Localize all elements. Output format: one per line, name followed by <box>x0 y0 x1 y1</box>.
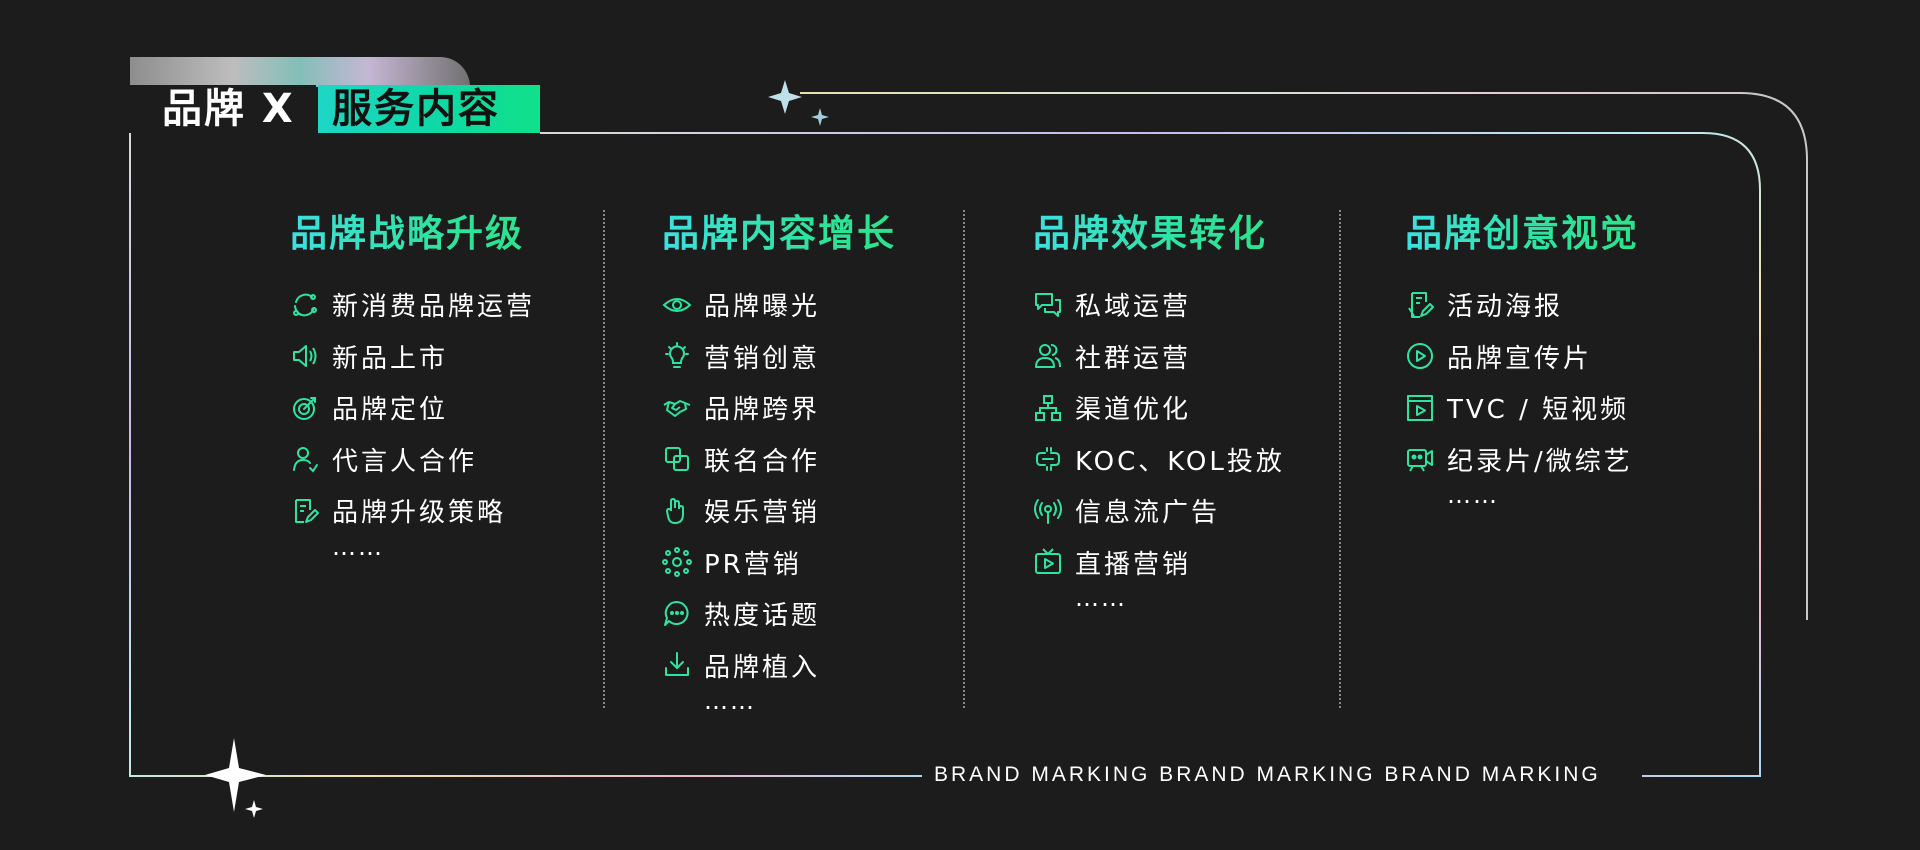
broadcast-icon <box>1033 496 1063 526</box>
item-label: 品牌宣传片 <box>1447 343 1593 374</box>
list-item: 营销创意 <box>662 331 896 383</box>
person-icon <box>290 444 320 474</box>
link-icon <box>1033 444 1063 474</box>
column-divider <box>963 210 965 708</box>
list-item: 信息流广告 <box>1033 485 1285 537</box>
poster-edit-icon <box>1405 290 1435 320</box>
tv-play-icon <box>1033 547 1063 577</box>
refresh-cycle-icon <box>290 290 320 320</box>
list-item: KOC、KOL投放 <box>1033 434 1285 486</box>
list-item: 直播营销 <box>1033 537 1285 589</box>
item-label: TVC / 短视频 <box>1447 395 1630 426</box>
list-item: 新品上市 <box>290 331 535 383</box>
list-item: 品牌定位 <box>290 382 535 434</box>
item-label: 品牌曝光 <box>704 292 821 323</box>
column-divider <box>1339 210 1341 708</box>
column-brand-conversion: 品牌效果转化 私域运营 社群运营 渠道优化 <box>1033 210 1285 616</box>
list-item: PR营销 <box>662 537 896 589</box>
list-item: 品牌宣传片 <box>1405 331 1639 383</box>
list-item: 品牌升级策略 <box>290 485 535 537</box>
item-label: 新品上市 <box>332 343 449 374</box>
more-ellipsis: …… <box>1075 584 1127 612</box>
item-label: 新消费品牌运营 <box>332 292 536 323</box>
column-title: 品牌内容增长 <box>662 210 896 258</box>
more-ellipsis: …… <box>704 687 756 715</box>
sparkle-icon <box>768 80 829 126</box>
column-brand-content: 品牌内容增长 品牌曝光 营销创意 品牌跨界 <box>662 210 896 719</box>
list-item: 新消费品牌运营 <box>290 279 535 331</box>
lightbulb-icon <box>662 341 692 371</box>
chat-boxes-icon <box>1033 290 1063 320</box>
item-label: 私域运营 <box>1075 292 1192 323</box>
column-title: 品牌战略升级 <box>290 210 535 258</box>
list-item: TVC / 短视频 <box>1405 382 1639 434</box>
list-item: 私域运营 <box>1033 279 1285 331</box>
overlap-squares-icon <box>662 444 692 474</box>
column-divider <box>603 210 605 708</box>
hand-gesture-icon <box>662 496 692 526</box>
more-ellipsis: …… <box>1447 481 1499 509</box>
list-item: 品牌跨界 <box>662 382 896 434</box>
item-label: 直播营销 <box>1075 549 1192 580</box>
item-label: 联名合作 <box>704 446 821 477</box>
group-users-icon <box>1033 341 1063 371</box>
more-ellipsis: …… <box>332 532 384 561</box>
item-label: 热度话题 <box>704 601 821 632</box>
footer-marking: BRAND MARKING BRAND MARKING BRAND MARKIN… <box>934 763 1601 786</box>
video-frame-icon <box>1405 393 1435 423</box>
handshake-icon <box>662 393 692 423</box>
chat-bubble-icon <box>662 599 692 629</box>
play-circle-icon <box>1405 341 1435 371</box>
list-item: 热度话题 <box>662 588 896 640</box>
item-label: 渠道优化 <box>1075 395 1192 426</box>
list-item: 联名合作 <box>662 434 896 486</box>
column-brand-strategy: 品牌战略升级 新消费品牌运营 新品上市 品牌定位 <box>290 210 535 565</box>
item-label: 社群运营 <box>1075 343 1192 374</box>
item-label: 信息流广告 <box>1075 498 1221 529</box>
document-edit-icon <box>290 496 320 526</box>
eye-icon <box>662 290 692 320</box>
list-item: 纪录片/微综艺 <box>1405 434 1639 486</box>
item-label: 品牌植入 <box>704 652 821 683</box>
item-label: 娱乐营销 <box>704 498 821 529</box>
target-icon <box>290 393 320 423</box>
list-item: 品牌曝光 <box>662 279 896 331</box>
list-item: 品牌植入 <box>662 640 896 692</box>
section-title: 服务内容 <box>318 85 540 133</box>
column-brand-visual: 品牌创意视觉 活动海报 品牌宣传片 TVC / 短视频 <box>1405 210 1639 513</box>
list-item: 代言人合作 <box>290 434 535 486</box>
brand-label: 品牌 X <box>130 85 316 133</box>
list-item: 娱乐营销 <box>662 485 896 537</box>
item-label: 品牌跨界 <box>704 395 821 426</box>
network-nodes-icon <box>662 547 692 578</box>
column-title: 品牌效果转化 <box>1033 210 1285 258</box>
item-label: 活动海报 <box>1447 292 1564 323</box>
list-item: 社群运营 <box>1033 331 1285 383</box>
item-label: 代言人合作 <box>332 446 478 477</box>
item-label: 品牌升级策略 <box>332 498 507 529</box>
megaphone-icon <box>290 341 320 371</box>
download-icon <box>662 650 692 680</box>
item-label: PR营销 <box>704 549 802 580</box>
hierarchy-icon <box>1033 393 1063 423</box>
title-tab-decoration <box>130 57 470 87</box>
item-label: 营销创意 <box>704 343 821 374</box>
item-label: 品牌定位 <box>332 395 449 426</box>
item-label: KOC、KOL投放 <box>1075 446 1285 477</box>
camera-icon <box>1405 444 1435 474</box>
item-label: 纪录片/微综艺 <box>1447 446 1633 477</box>
sparkle-bottom-icon <box>205 738 266 818</box>
list-item: 活动海报 <box>1405 279 1639 331</box>
list-item: 渠道优化 <box>1033 382 1285 434</box>
column-title: 品牌创意视觉 <box>1405 210 1639 258</box>
